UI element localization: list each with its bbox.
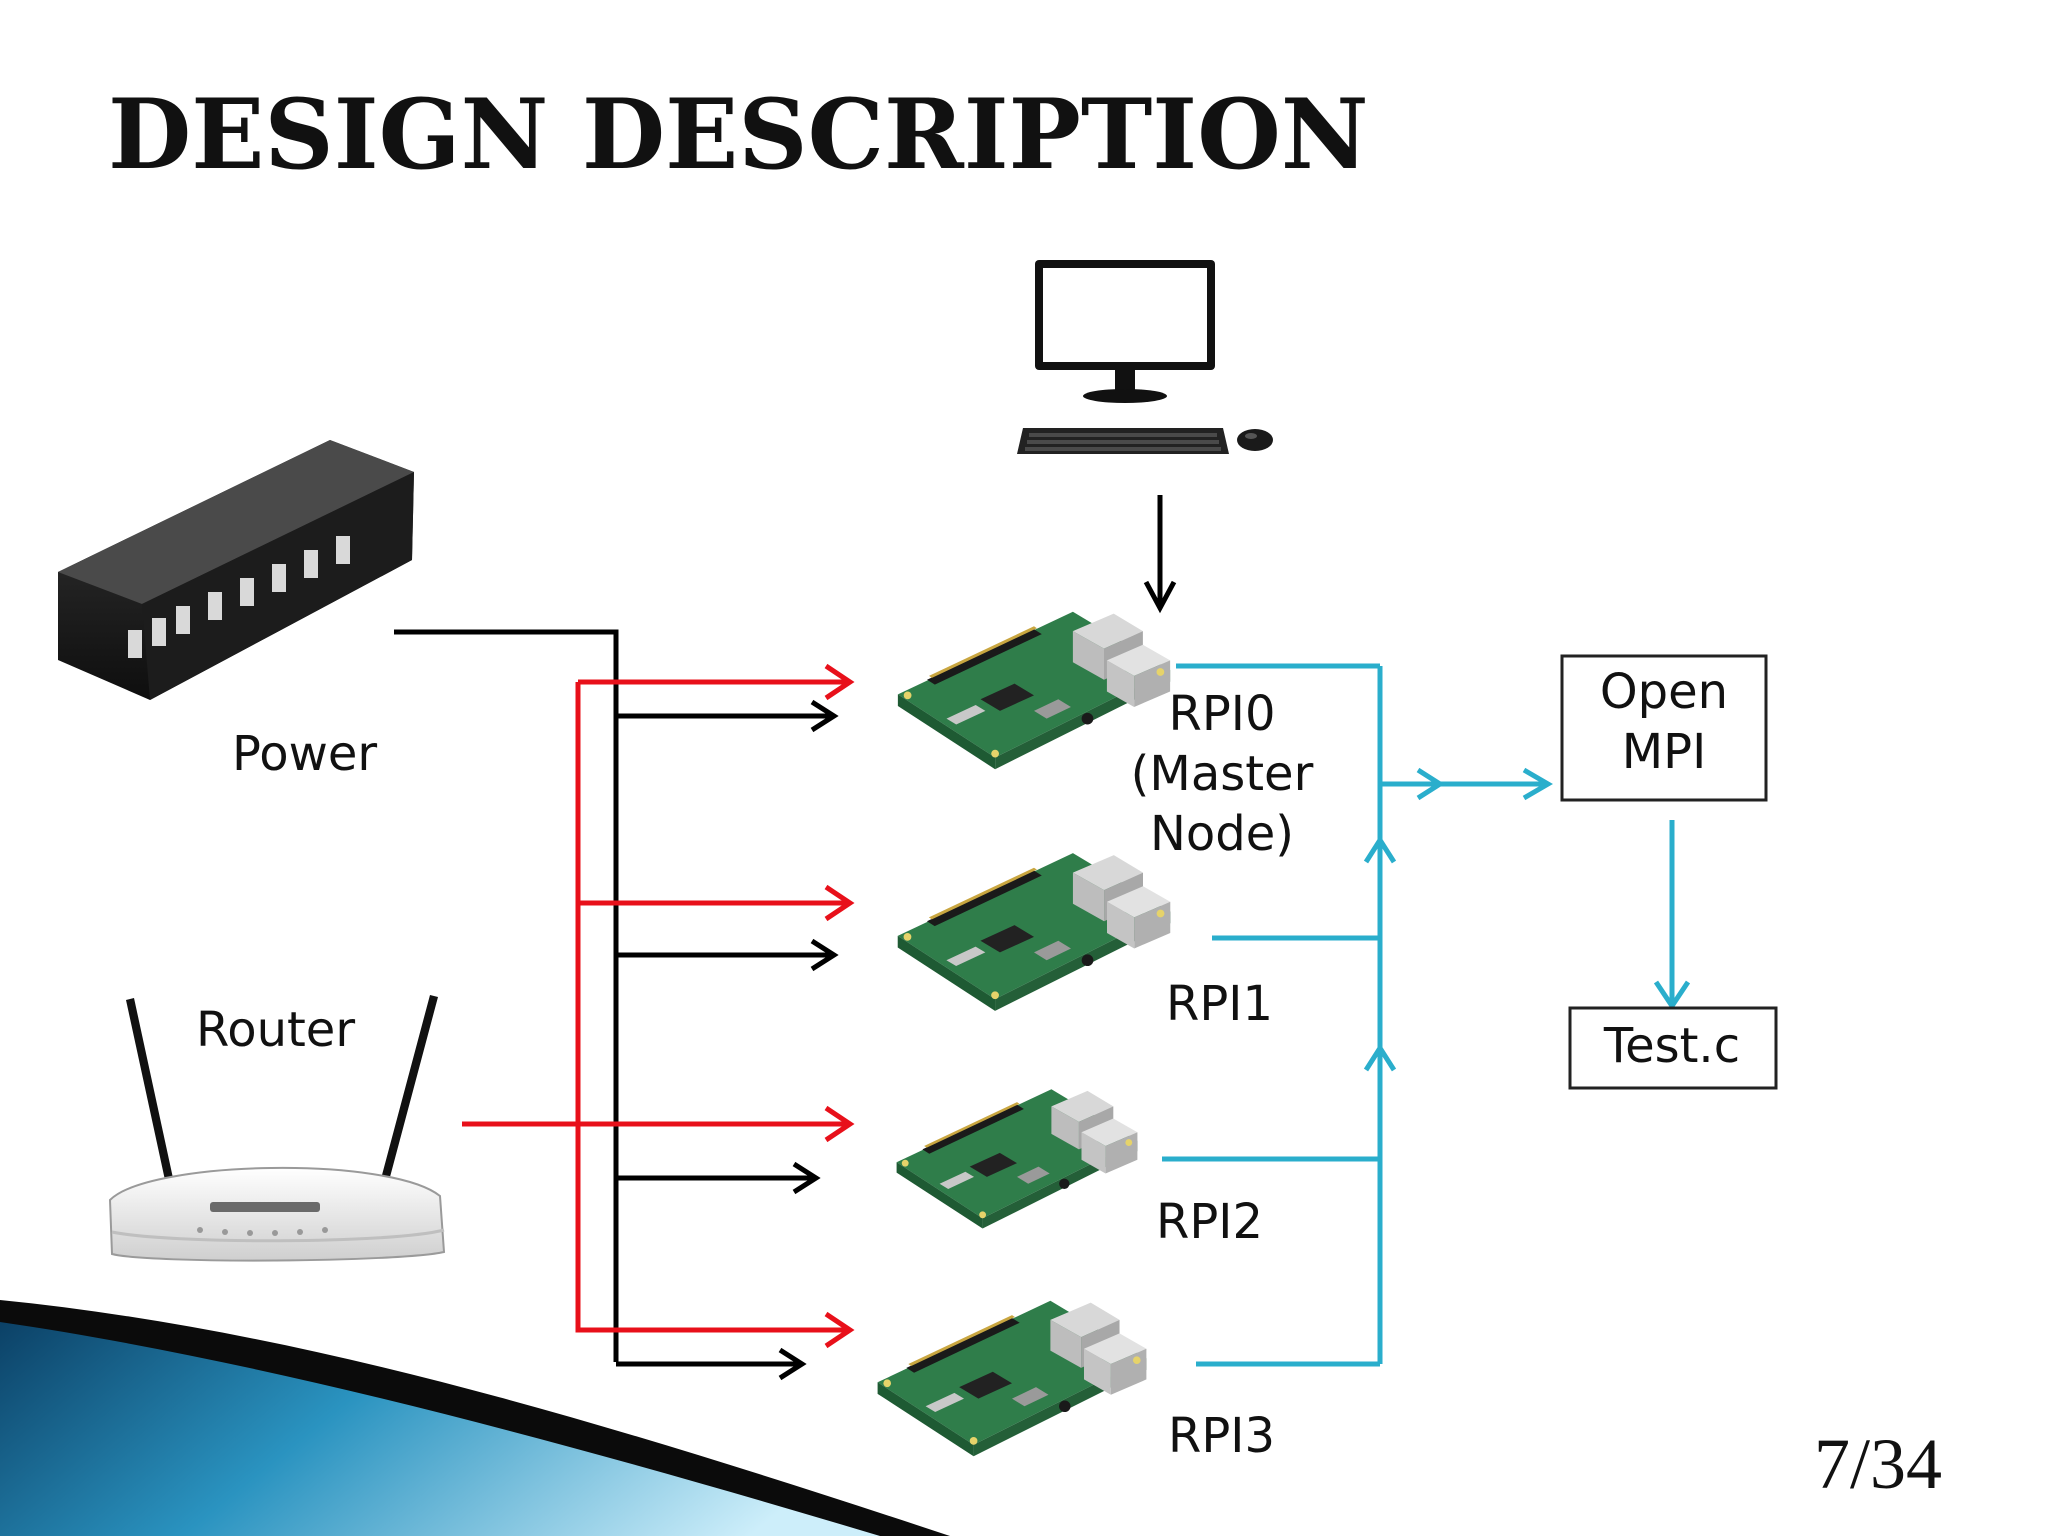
power-label: Power — [232, 726, 377, 782]
power-wiring — [394, 495, 1177, 1381]
network-wiring — [462, 663, 855, 1349]
rpi3-label: RPI3 — [1168, 1408, 1275, 1464]
page-title: DESIGN DESCRIPTION — [108, 78, 1369, 191]
wifi-router-icon — [108, 995, 446, 1262]
openmpi-label-line1: Open — [1600, 664, 1728, 720]
page-number: 7/34 — [1814, 1424, 1942, 1504]
rpi0-label: RPI0 — [1169, 686, 1276, 742]
openmpi-label-line2: MPI — [1622, 724, 1707, 780]
openmpi-box — [1560, 654, 1768, 802]
rpi0-role-label: (Master — [1131, 746, 1314, 802]
router-label: Router — [196, 1002, 355, 1058]
accent-wave-edge — [0, 1300, 950, 1536]
testc-label: Test.c — [1603, 1018, 1740, 1074]
rpi1-label: RPI1 — [1166, 976, 1273, 1032]
rpi2-label: RPI2 — [1156, 1194, 1263, 1250]
testc-box — [1568, 1006, 1778, 1090]
rpi3-board-icon — [877, 1300, 1147, 1457]
rpi0-board-icon — [897, 611, 1171, 770]
desktop-computer-icon — [1017, 260, 1273, 454]
rpi0-role-label-2: Node) — [1150, 806, 1294, 862]
rpi1-board-icon — [897, 853, 1171, 1011]
usb-power-hub-icon — [58, 440, 414, 700]
mpi-wiring — [1162, 663, 1691, 1367]
rpi2-board-icon — [896, 1089, 1138, 1229]
